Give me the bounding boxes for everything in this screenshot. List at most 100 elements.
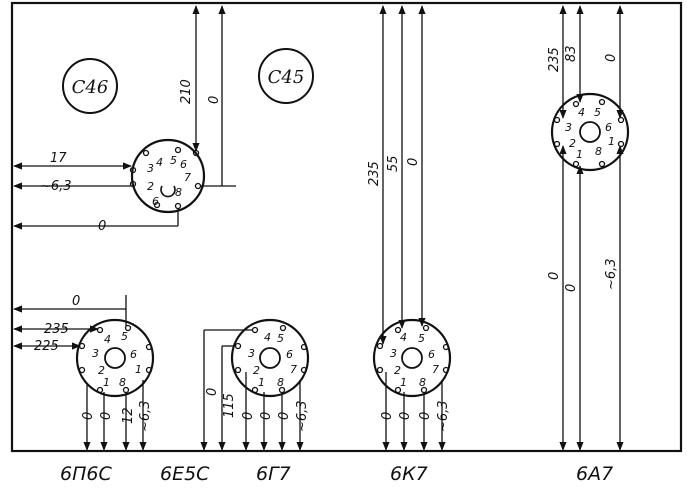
voltage-label: 0 — [207, 96, 222, 104]
socket-shape — [145, 343, 153, 351]
socket-shape — [394, 386, 402, 394]
socket-6k7: 4 5 3 6 2 7 1 8 — [372, 318, 452, 398]
pin-number: 1 — [258, 376, 265, 389]
socket-6e5s: 3 4 5 6 2 6 8 7 — [129, 138, 206, 214]
pin-number: 3 — [92, 347, 99, 360]
socket-shape — [96, 326, 104, 334]
voltage-label: 0 — [604, 54, 619, 62]
socket-shape — [142, 149, 150, 157]
socket-shape — [234, 342, 242, 350]
voltage-label: 235 — [547, 47, 562, 72]
pin-number: 4 — [156, 156, 163, 169]
socket-shape — [401, 347, 423, 369]
socket-shape — [617, 116, 625, 124]
socket-shape — [550, 92, 630, 172]
voltage-label: 0 — [72, 294, 80, 309]
voltage-label: 115 — [222, 393, 237, 418]
voltage-label: 0 — [398, 412, 413, 420]
pin-number: 2 — [253, 364, 260, 377]
socket-shape — [617, 140, 625, 148]
voltage-label: 0 — [277, 412, 292, 420]
pin-number: 2 — [147, 180, 154, 193]
socket-shape — [104, 347, 126, 369]
pin-number: 1 — [576, 148, 583, 161]
capacitor-c45 — [258, 48, 314, 104]
voltage-label: ~6,3 — [604, 258, 619, 290]
socket-shape — [442, 366, 450, 374]
socket-shape — [153, 201, 161, 209]
voltage-label: ~6,3 — [295, 400, 310, 432]
pin-number: 5 — [594, 106, 601, 119]
socket-shape — [75, 318, 155, 398]
socket-shape — [78, 342, 86, 350]
socket-shape — [251, 386, 259, 394]
pin-number: 2 — [569, 137, 576, 150]
voltage-label: 83 — [564, 45, 579, 62]
capacitor-c46-label: C46 — [72, 77, 109, 98]
pin-number: 8 — [277, 376, 284, 389]
pin-number: 8 — [595, 145, 602, 158]
socket-shape — [442, 343, 450, 351]
socket-shape — [598, 160, 606, 168]
pin-number: 1 — [135, 363, 142, 376]
voltage-label: ~6,3 — [436, 400, 451, 432]
socket-6p6s: 4 5 3 6 2 1 1 8 — [75, 318, 155, 398]
pin-number: 6 — [286, 348, 293, 361]
voltage-label: ~6,3 — [138, 400, 153, 432]
capacitor-c46 — [62, 58, 118, 114]
pin-number: 3 — [565, 121, 572, 134]
pin-number: 6 — [428, 348, 435, 361]
chassis-outline — [10, 1, 683, 453]
pin-number: 2 — [98, 364, 105, 377]
socket-shape — [124, 324, 132, 332]
voltage-label: 17 — [50, 151, 67, 166]
socket-shape — [160, 185, 176, 198]
pin-number: 4 — [104, 333, 111, 346]
socket-shape — [259, 347, 281, 369]
pin-number: 3 — [390, 347, 397, 360]
socket-shape — [553, 116, 561, 124]
socket-shape — [394, 326, 402, 334]
voltage-label: 0 — [241, 412, 256, 420]
socket-6g7: 4 5 3 6 2 7 1 8 — [230, 318, 310, 398]
socket-shape — [572, 100, 580, 108]
pin-number: 6 — [605, 121, 612, 134]
socket-shape — [598, 98, 606, 106]
socket-6a7: 4 5 3 6 2 1 1 8 — [550, 92, 630, 172]
pin-number: 8 — [119, 376, 126, 389]
socket-shape — [572, 160, 580, 168]
voltage-label: 0 — [81, 412, 96, 420]
socket-shape — [279, 324, 287, 332]
socket-shape — [300, 366, 308, 374]
pin-number: 2 — [394, 364, 401, 377]
voltage-label: 0 — [564, 284, 579, 292]
pin-number: 1 — [608, 135, 615, 148]
pin-number: 5 — [170, 154, 177, 167]
voltage-label: 12 — [121, 407, 136, 424]
voltage-label: 0 — [205, 388, 220, 396]
voltage-label: ~6,3 — [40, 179, 72, 194]
pin-number: 6 — [130, 348, 137, 361]
socket-shape — [145, 366, 153, 374]
socket-shape — [174, 202, 182, 210]
pin-number: 5 — [277, 332, 284, 345]
socket-shape — [579, 121, 601, 143]
voltage-label: 235 — [367, 161, 382, 186]
socket-shape — [300, 343, 308, 351]
pin-number: 4 — [264, 331, 271, 344]
voltage-label: 210 — [179, 79, 194, 104]
capacitor-c45-label: C45 — [268, 67, 305, 88]
voltage-label: 225 — [34, 339, 59, 354]
tube-label-6a7: 6А7 — [576, 463, 613, 485]
socket-shape — [251, 326, 259, 334]
socket-shape — [553, 140, 561, 148]
voltage-label: 0 — [380, 412, 395, 420]
pin-number: 7 — [184, 171, 191, 184]
voltage-label: 0 — [98, 219, 106, 234]
tube-label-6g7: 6Г7 — [256, 463, 291, 485]
pin-number: 5 — [418, 332, 425, 345]
tube-label-6p6s: 6П6С — [60, 463, 112, 485]
socket-shape — [372, 318, 452, 398]
